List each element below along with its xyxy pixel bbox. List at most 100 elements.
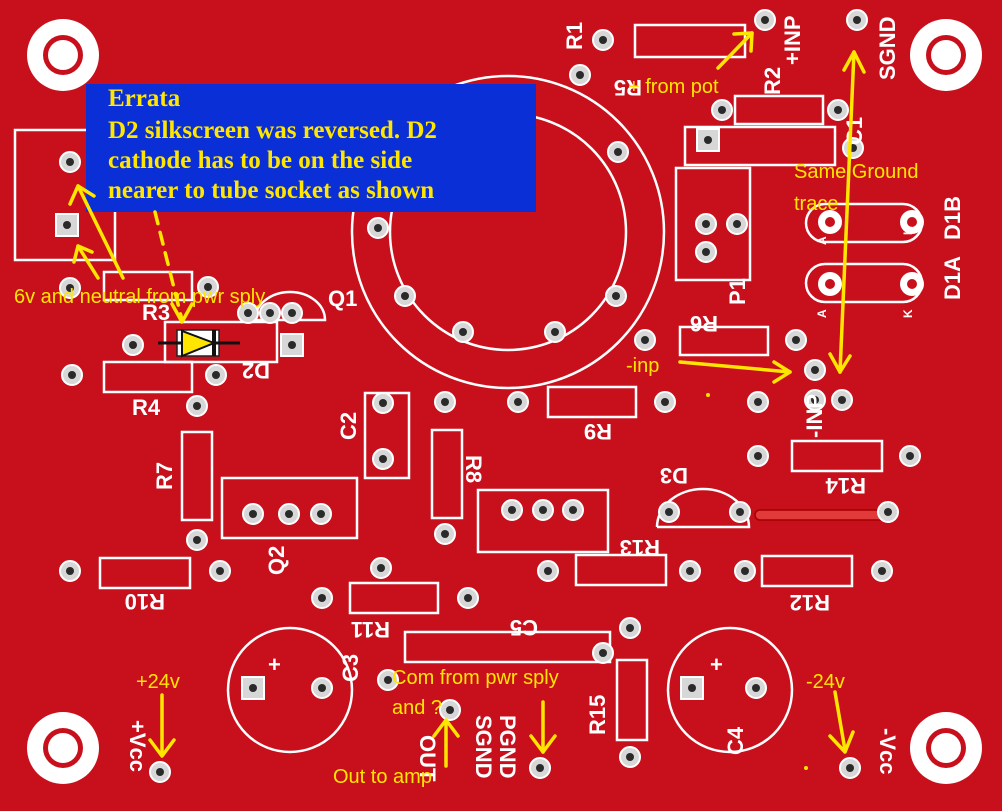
pad-hole xyxy=(193,402,201,410)
pad-hole xyxy=(441,398,449,406)
label-r3: R3 xyxy=(142,300,170,325)
pad-hole xyxy=(761,16,769,24)
pad-hole xyxy=(688,684,696,692)
label-d3: D3 xyxy=(660,463,688,488)
errata-box: Errata D2 silkscreen was reversed. D2 ca… xyxy=(86,84,536,212)
pad-hole xyxy=(379,399,387,407)
label-k2: K xyxy=(901,309,915,318)
pad-hole xyxy=(702,248,710,256)
label-out: OUT xyxy=(415,735,440,782)
annotation-out-to-amp: Out to amp xyxy=(333,766,432,788)
label-q1: Q1 xyxy=(328,286,357,311)
pad-hole xyxy=(66,158,74,166)
pad-hole xyxy=(838,396,846,404)
label-a1: A xyxy=(815,236,829,245)
pad-hole xyxy=(641,336,649,344)
mounting-hole-icon xyxy=(27,19,99,91)
pad-hole xyxy=(792,336,800,344)
pad-hole xyxy=(244,309,252,317)
pad-hole xyxy=(733,220,741,228)
label-pgnd: PGND xyxy=(495,715,520,779)
pad-hole xyxy=(704,136,712,144)
pads xyxy=(55,9,924,783)
pad-hole xyxy=(846,764,854,772)
label-minus-inp: -INP xyxy=(802,394,827,438)
label-sgnd-bottom: SGND xyxy=(471,715,496,779)
pad-hole xyxy=(459,328,467,336)
pad-hole xyxy=(906,452,914,460)
label-r12: R12 xyxy=(790,590,830,615)
pad-hole xyxy=(401,292,409,300)
arrow-icon xyxy=(68,31,866,770)
label-r11: R11 xyxy=(351,617,390,642)
annotation-com-line2: and ? xyxy=(392,697,442,719)
pad-hole xyxy=(551,328,559,336)
pad-hole xyxy=(249,684,257,692)
label-d1a: D1A xyxy=(940,256,965,300)
mounting-hole-icon xyxy=(910,712,982,784)
resistor-outlines xyxy=(98,23,884,742)
label-plus-inp: +INP xyxy=(780,15,805,65)
label-q2: Q2 xyxy=(264,546,289,575)
pad-hole xyxy=(377,564,385,572)
pad-hole xyxy=(539,506,547,514)
pad-hole xyxy=(754,452,762,460)
label-r1: R1 xyxy=(562,22,587,50)
pad-hole xyxy=(907,279,917,289)
label-plus-vcc: +Vcc xyxy=(125,720,150,772)
pad-hole xyxy=(318,594,326,602)
pad-hole xyxy=(285,510,293,518)
pad-hole xyxy=(384,676,392,684)
annotations: + from pot Same Ground trace 6v and neut… xyxy=(14,76,919,788)
label-minus-vcc: -Vcc xyxy=(875,728,900,774)
pad-hole xyxy=(702,220,710,228)
pad-hole xyxy=(216,567,224,575)
pad-hole xyxy=(193,536,201,544)
pad-hole xyxy=(853,16,861,24)
label-p1: P1 xyxy=(725,278,750,305)
label-a2: A xyxy=(815,309,829,318)
pad-hole xyxy=(441,530,449,538)
pad-hole xyxy=(129,341,137,349)
pad-hole xyxy=(811,366,819,374)
label-r7: R7 xyxy=(152,462,177,490)
pad-hole xyxy=(288,341,296,349)
pad-hole xyxy=(514,398,522,406)
pad-hole xyxy=(661,398,669,406)
pad-hole xyxy=(249,510,257,518)
pad-hole xyxy=(884,508,892,516)
label-c2: C2 xyxy=(336,412,361,440)
label-r5: R5 xyxy=(614,75,642,100)
label-c4: C4 xyxy=(723,726,748,755)
label-r8: R8 xyxy=(461,455,486,483)
label-r9: R9 xyxy=(584,419,612,444)
pad-hole xyxy=(464,594,472,602)
label-sgnd: SGND xyxy=(875,16,900,80)
errata-title: Errata xyxy=(108,85,181,112)
label-c5: C5 xyxy=(510,615,538,640)
pad-hole xyxy=(752,684,760,692)
label-k1: K xyxy=(901,226,915,235)
pad-hole xyxy=(736,508,744,516)
pad-hole xyxy=(63,221,71,229)
pad-hole xyxy=(544,567,552,575)
pad-hole xyxy=(665,508,673,516)
diode-icon xyxy=(158,329,240,358)
pad-hole xyxy=(825,217,835,227)
silkscreen-labels: R1 R2 R5 +INP SGND C1 D1B D1A K A K A P1… xyxy=(125,15,965,782)
pad-hole xyxy=(266,309,274,317)
pad-hole xyxy=(288,309,296,317)
label-plus-c3: + xyxy=(268,652,281,677)
pad-hole xyxy=(612,292,620,300)
label-r4: R4 xyxy=(132,395,161,420)
pad-hole xyxy=(212,371,220,379)
pad-hole xyxy=(754,398,762,406)
pad-hole xyxy=(66,284,74,292)
label-r15: R15 xyxy=(585,695,610,735)
pad-hole xyxy=(907,217,917,227)
annotation-from-pot: + from pot xyxy=(628,76,719,98)
pad-hole xyxy=(718,106,726,114)
label-d1b: D1B xyxy=(940,196,965,240)
label-c3: C3 xyxy=(338,654,363,682)
